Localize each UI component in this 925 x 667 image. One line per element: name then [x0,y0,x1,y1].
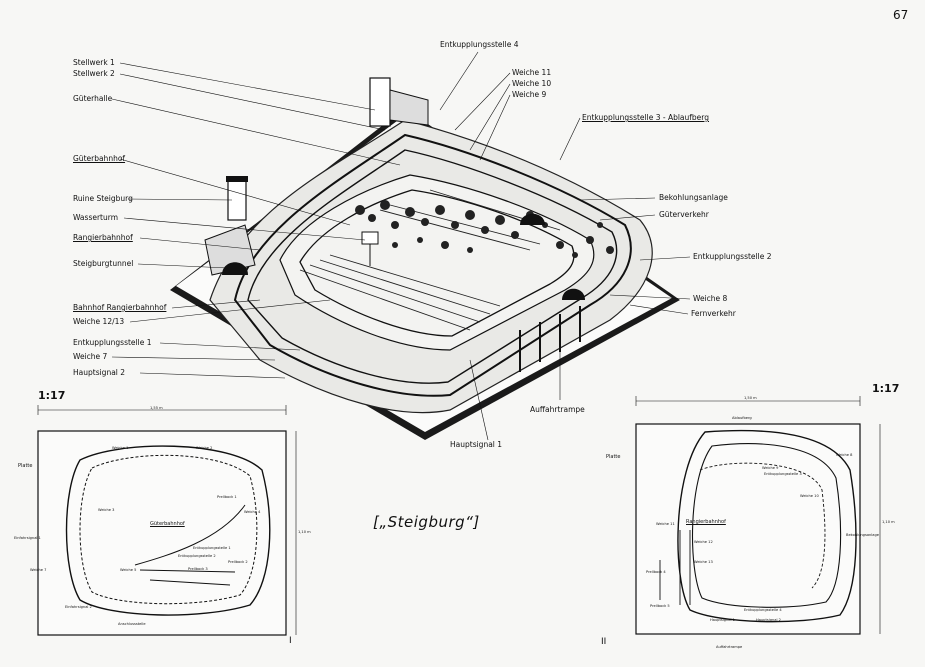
label-gueterhalle: Güterhalle [73,94,113,103]
plan2-label: Weiche 10 [800,494,819,498]
label-entkupplungsstelle-2: Entkupplungsstelle 2 [693,252,772,261]
plan1-center-label: Güterbahnhof [150,521,185,527]
label-entkupplungsstelle-1: Entkupplungsstelle 1 [73,338,152,347]
label-stellwerk-1: Stellwerk 1 [73,58,115,67]
label-weiche-7: Weiche 7 [73,352,108,361]
plan2-label: Entkupplungsstelle 4 [744,608,782,612]
plan1-height-dim: 1,10 m [298,530,311,534]
plan1-width-dim: 1,55 m [150,406,163,410]
plan1-label: Prellbock 2 [228,560,248,564]
plan2-label: Weiche 8 [836,453,853,457]
plan1-label: Weiche 1 [112,446,129,450]
plan1-label: Entkupplungsstelle 2 [178,554,216,558]
label-gueterbahnhof: Güterbahnhof [73,154,126,163]
label-auffahrtrampe: Auffahrtrampe [530,405,585,414]
page-title: [„Steigburg“] [373,513,480,531]
plan2-label: Weiche 9 [762,466,779,470]
plan2-label: Hauptsignal 1 [710,618,735,622]
label-entkupplungsstelle-4: Entkupplungsstelle 4 [440,40,519,49]
plan2-label: Weiche 11 [656,522,675,526]
page-number: 67 [893,8,909,22]
label-gueterverkehr: Güterverkehr [659,210,709,219]
label-entkupplungsstelle-3: Entkupplungsstelle 3 - Ablaufberg [582,113,710,122]
plan2-label: Weiche 12 [694,540,713,544]
label-weiche-8: Weiche 8 [693,294,728,303]
plan1-label: Weiche 2 [196,446,213,450]
plan2-numeral: II [601,637,607,647]
label-hauptsignal-2: Hauptsignal 2 [73,368,126,377]
label-weiche-10: Weiche 10 [512,79,552,88]
plan1-label: Weiche 5 [120,568,137,572]
plan1-label: Weiche 4 [244,510,261,514]
plan1-label: Entkupplungsstelle 1 [193,546,231,550]
plan2-platte: Platte [606,454,621,460]
label-rangierbahnhof: Rangierbahnhof [73,233,133,242]
plan2-label: Weiche 13 [694,560,713,564]
label-bekohlungsanlage: Bekohlungsanlage [659,193,728,202]
plan2-scale: 1:17 [872,382,900,395]
plan1-label: Einfahrsignal 1 [14,536,41,540]
plan2-label: Auffahrtrampe [716,645,743,649]
label-weiche-11: Weiche 11 [512,68,552,77]
label-ruine-steigburg: Ruine Steigburg [73,194,133,203]
plan2-label: Bekohlungsanlage [846,533,879,537]
plan1-label: Prellbock 1 [217,495,237,499]
label-bahnhof-rangierbahnhof: Bahnhof Rangierbahnhof [73,303,167,312]
plan2-label: Entkupplungsstelle 3 [764,472,802,476]
plan2-width-dim: 1,50 m [744,396,757,400]
label-hauptsignal-1: Hauptsignal 1 [450,440,503,449]
plan1-label: Weiche 3 [98,508,115,512]
plan1-label: Einfahrsignal 2 [65,605,92,609]
plan2-label: Prellbock 4 [646,570,666,574]
plan2-center-label: Rangierbahnhof [686,519,726,525]
plan1-label: Weiche 7 [30,568,47,572]
label-steigburgtunnel: Steigburgtunnel [73,259,134,268]
label-fernverkehr: Fernverkehr [691,309,736,318]
plan2-height-dim: 1,10 m [882,520,895,524]
label-weiche-12-13: Weiche 12/13 [73,317,125,326]
plan2-label: Hauptsignal 2 [756,618,781,622]
plan1-label: Prellbock 3 [188,567,208,571]
plan1-numeral: I [289,636,292,646]
plan1-label: Anschlussstelle [118,622,146,626]
plan1-platte: Platte [18,463,33,469]
label-wasserturm: Wasserturm [73,213,118,222]
label-stellwerk-2: Stellwerk 2 [73,69,115,78]
plan2-label: Ablaufberg [732,416,752,420]
label-weiche-9: Weiche 9 [512,90,547,99]
plan2-label: Prellbock 5 [650,604,670,608]
plan1-scale: 1:17 [38,389,66,402]
